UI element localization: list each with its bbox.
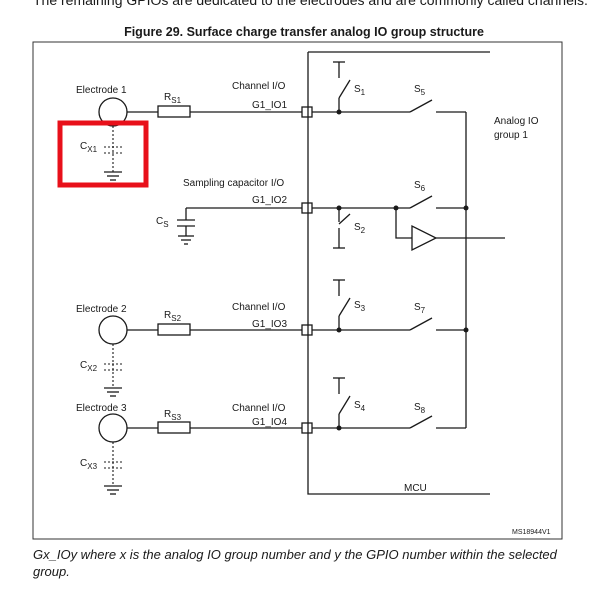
sampling-io-label: Sampling capacitor I/O bbox=[183, 178, 284, 189]
analog-group-label-1: Analog IO bbox=[494, 116, 539, 127]
switch-s4 bbox=[338, 395, 351, 415]
switch-s2 bbox=[338, 213, 351, 225]
pin-g1-io3 bbox=[301, 324, 313, 336]
switch-s3-label: S3 bbox=[354, 300, 366, 313]
mcu-label: MCU bbox=[404, 483, 427, 494]
resistor-rs2 bbox=[157, 323, 191, 336]
cap-cx3-label: CX3 bbox=[80, 458, 98, 471]
switch-s7 bbox=[409, 317, 433, 331]
highlight-box bbox=[57, 120, 149, 188]
g1-io2-label: G1_IO2 bbox=[252, 195, 287, 206]
cap-cx1-label: CX1 bbox=[80, 141, 98, 154]
cap-cs-label: CS bbox=[156, 216, 169, 229]
switch-s6-label: S6 bbox=[414, 180, 426, 193]
channel-io-1-label: Channel I/O bbox=[232, 81, 286, 92]
switch-s1-label: S1 bbox=[354, 84, 366, 97]
switch-s2-label: S2 bbox=[354, 222, 366, 235]
pin-g1-io4 bbox=[301, 422, 313, 434]
pin-g1-io2 bbox=[301, 202, 313, 214]
switch-s3 bbox=[338, 297, 351, 317]
switch-s4-label: S4 bbox=[354, 400, 366, 413]
top-paragraph-fragment: The remaining GPIOs are dedicated to the… bbox=[33, 0, 588, 8]
switch-s8 bbox=[409, 415, 433, 429]
comparator-buffer bbox=[411, 224, 438, 252]
switch-s6 bbox=[409, 195, 433, 209]
resistor-rs3-label: RS3 bbox=[164, 409, 182, 422]
resistor-rs1 bbox=[157, 105, 191, 118]
pin-g1-io1 bbox=[301, 106, 313, 118]
g1-io3-label: G1_IO3 bbox=[252, 319, 287, 330]
figure-frame bbox=[32, 41, 563, 540]
electrode-3-pad bbox=[98, 413, 128, 443]
resistor-rs1-label: RS1 bbox=[164, 92, 182, 105]
switch-s8-label: S8 bbox=[414, 402, 426, 415]
figure-reference: MS18944V1 bbox=[512, 529, 551, 536]
mcu-boundary bbox=[307, 51, 490, 495]
resistor-rs2-label: RS2 bbox=[164, 310, 182, 323]
figure-caption: Gx_IOy where x is the analog IO group nu… bbox=[33, 547, 557, 579]
analog-group-label-2: group 1 bbox=[494, 130, 528, 141]
electrode-3-label: Electrode 3 bbox=[76, 403, 127, 414]
electrode-2-pad bbox=[98, 315, 128, 345]
switch-s7-label: S7 bbox=[414, 302, 426, 315]
switch-s5-label: S5 bbox=[414, 84, 426, 97]
electrode-1-label: Electrode 1 bbox=[76, 85, 127, 96]
g1-io1-label: G1_IO1 bbox=[252, 100, 287, 111]
resistor-rs3 bbox=[157, 421, 191, 434]
g1-io4-label: G1_IO4 bbox=[252, 417, 287, 428]
switch-s5 bbox=[409, 99, 433, 113]
channel-io-2-label: Channel I/O bbox=[232, 302, 286, 313]
switch-s1 bbox=[338, 79, 351, 99]
electrode-2-label: Electrode 2 bbox=[76, 304, 127, 315]
channel-io-3-label: Channel I/O bbox=[232, 403, 286, 414]
cap-cx2-label: CX2 bbox=[80, 360, 98, 373]
figure-title: Figure 29. Surface charge transfer analo… bbox=[124, 25, 484, 39]
